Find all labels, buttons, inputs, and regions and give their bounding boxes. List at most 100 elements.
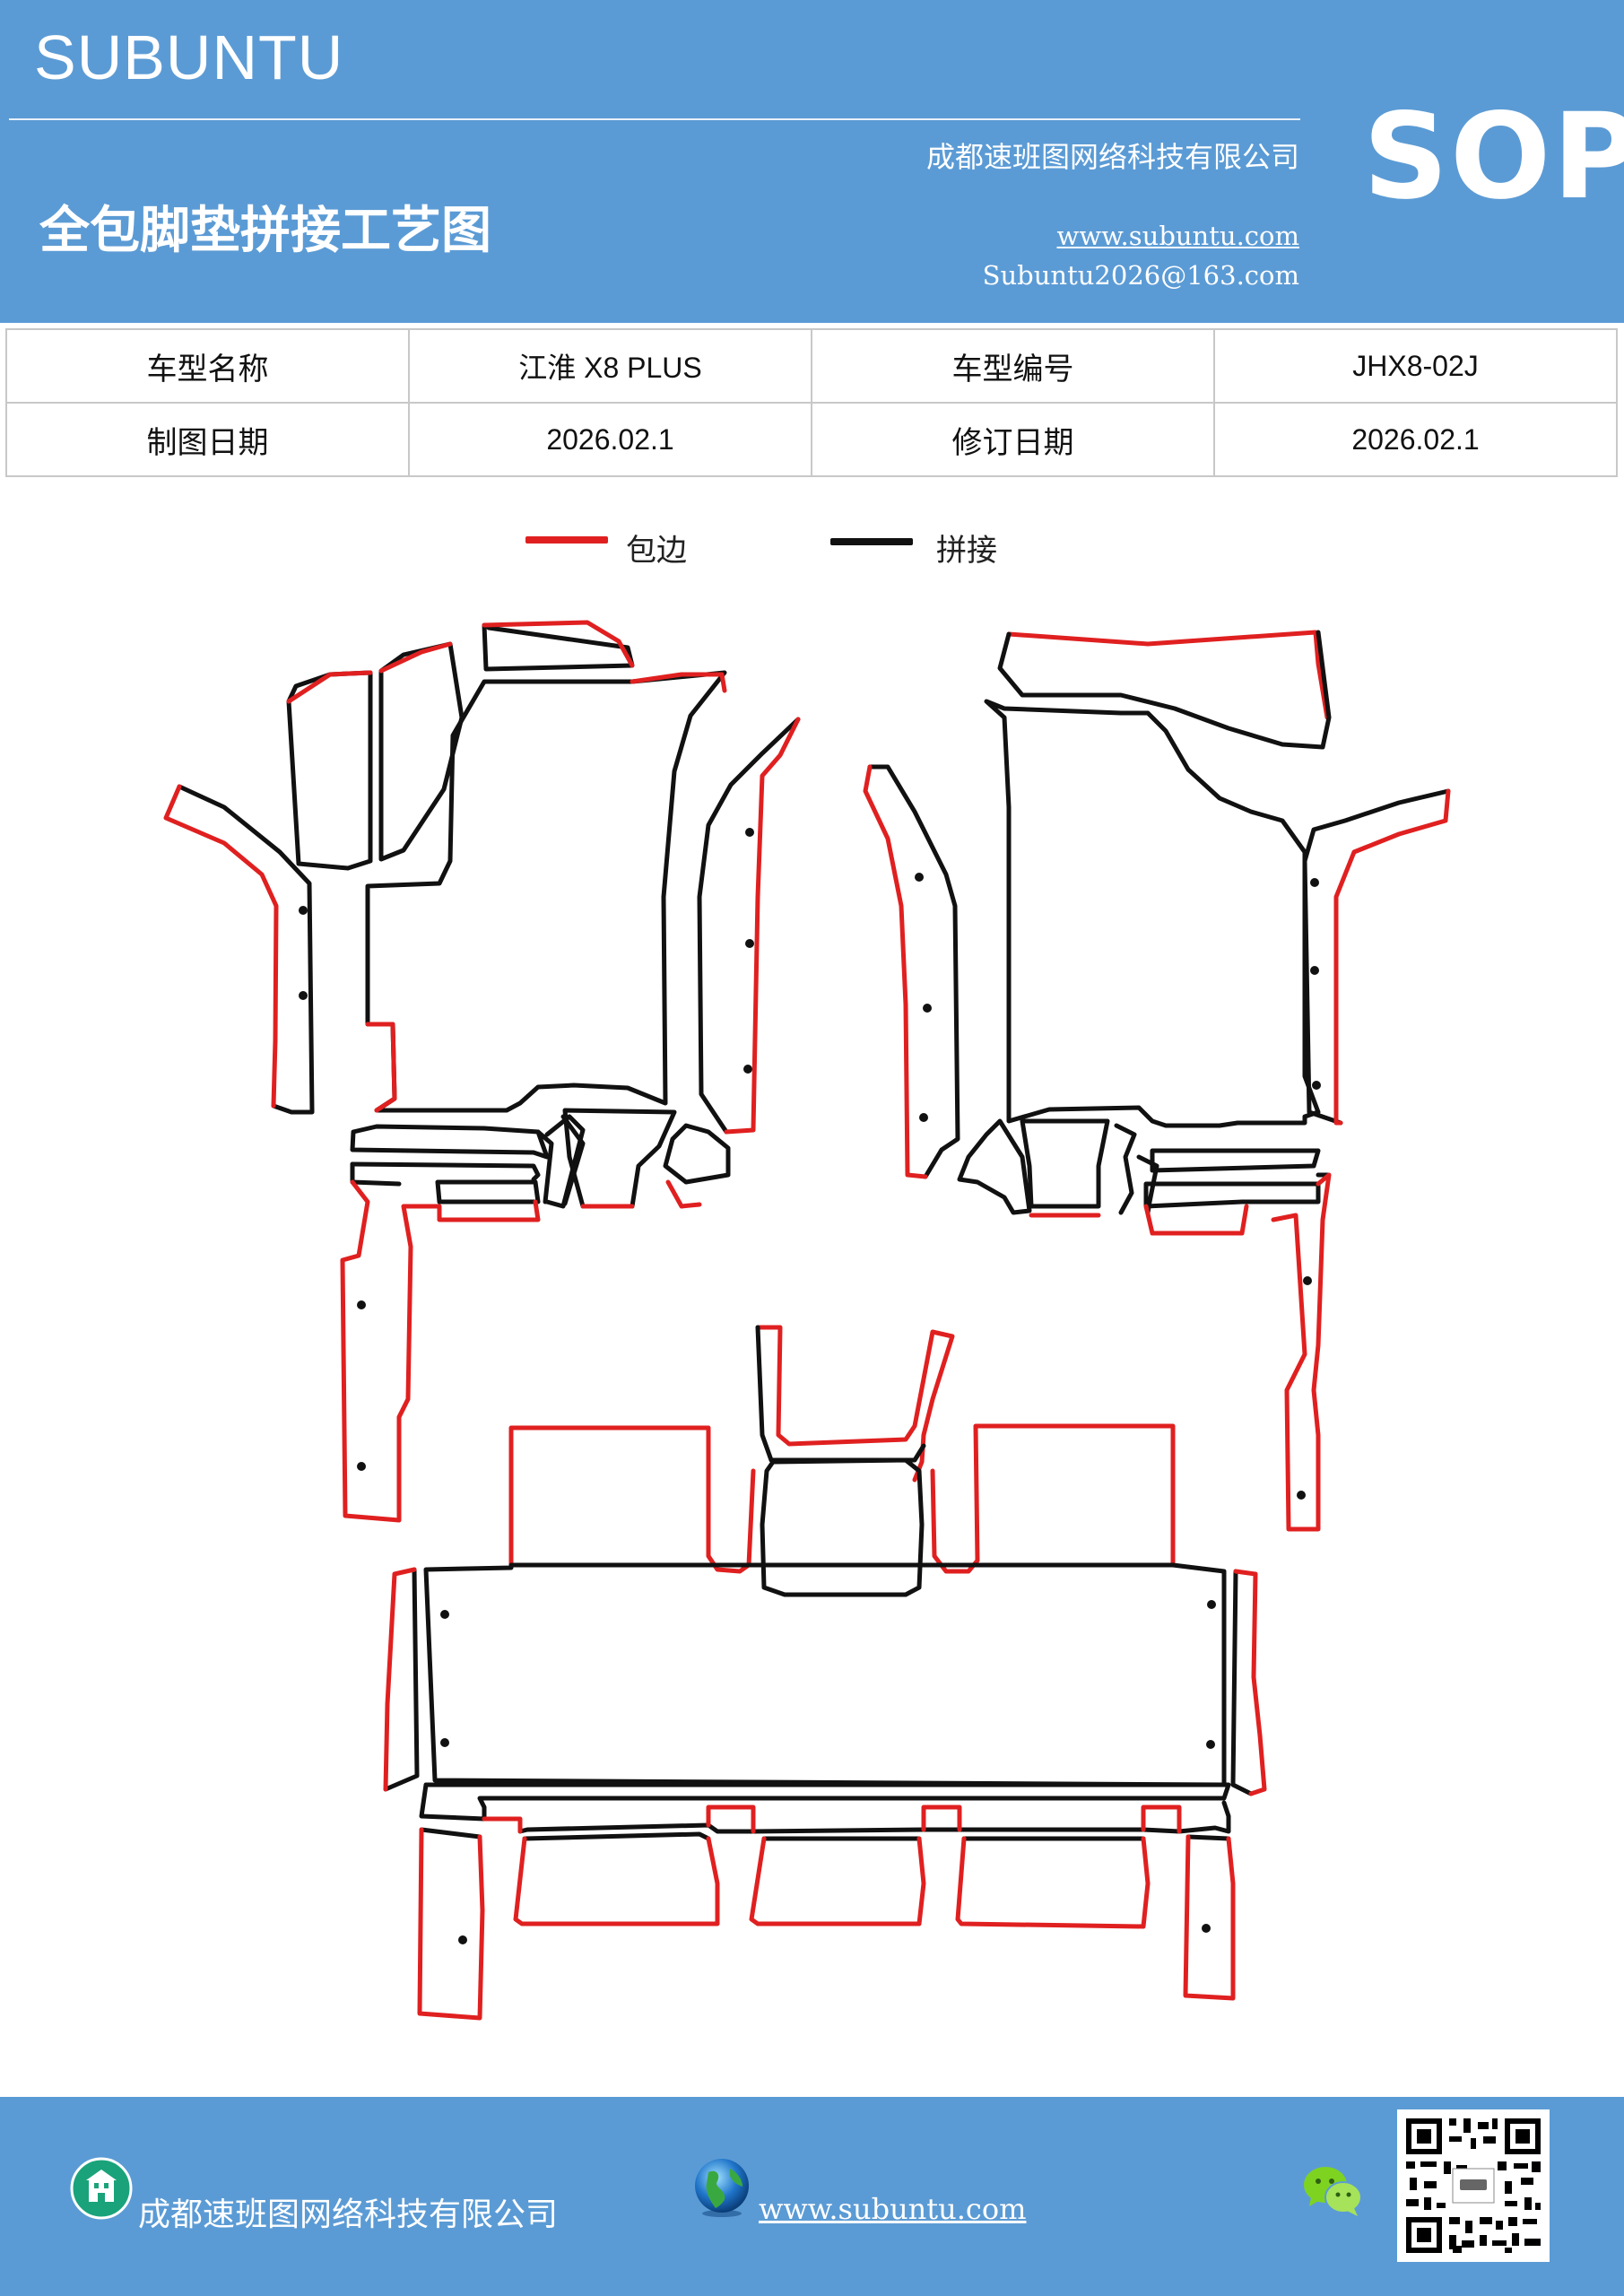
qr-code bbox=[1397, 2109, 1550, 2262]
wechat-icon[interactable] bbox=[1302, 2163, 1365, 2219]
mat-piece bbox=[1020, 1118, 1110, 1209]
mat-piece bbox=[378, 641, 453, 674]
mat-piece bbox=[163, 784, 279, 1109]
model-name-value: 江淮 X8 PLUS bbox=[408, 328, 812, 404]
header-email: Subuntu2026@163.com bbox=[982, 260, 1299, 291]
mat-piece bbox=[1114, 1123, 1137, 1215]
legend-seam-swatch bbox=[830, 538, 913, 545]
mat-piece bbox=[1150, 1148, 1321, 1173]
table-row: 制图日期 2026.02.1 修订日期 2026.02.1 bbox=[5, 402, 1618, 477]
mat-piece bbox=[365, 1022, 397, 1113]
mat-piece bbox=[984, 699, 1321, 1128]
legend-edge-label: 包边 bbox=[626, 533, 687, 569]
legend-edge-swatch bbox=[525, 536, 608, 544]
mat-piece bbox=[1183, 1834, 1236, 2001]
mat-piece bbox=[365, 670, 727, 1113]
mat-piece bbox=[724, 717, 801, 1135]
mat-piece bbox=[1333, 788, 1451, 1126]
fastener-dot bbox=[919, 1113, 928, 1122]
mat-piece bbox=[482, 620, 635, 668]
mat-piece bbox=[423, 1562, 1227, 1787]
mat-piece bbox=[435, 1179, 541, 1205]
mat-piece bbox=[286, 670, 373, 704]
mat-piece bbox=[1230, 1569, 1254, 1796]
mat-piece bbox=[1006, 630, 1330, 720]
mat-piece bbox=[755, 1325, 926, 1463]
revision-date-label: 修订日期 bbox=[811, 402, 1215, 477]
fastener-dot bbox=[299, 991, 308, 1000]
floor-mat-diagram bbox=[163, 620, 1451, 2021]
mat-piece bbox=[1271, 1172, 1332, 1532]
mat-piece bbox=[1302, 788, 1451, 1126]
fastener-dot bbox=[1310, 878, 1319, 887]
mat-piece bbox=[1233, 1569, 1267, 1796]
header-divider bbox=[9, 118, 1300, 120]
mat-piece bbox=[755, 1325, 955, 1483]
page-title: 全包脚垫拼接工艺图 bbox=[39, 201, 491, 260]
header-banner bbox=[0, 0, 1624, 323]
table-row: 车型名称 江淮 X8 PLUS 车型编号 JHX8-02J bbox=[5, 328, 1618, 404]
revision-date-value: 2026.02.1 bbox=[1213, 402, 1618, 477]
fastener-dot bbox=[458, 1935, 467, 1944]
mat-piece bbox=[1143, 1181, 1321, 1209]
mat-piece bbox=[177, 784, 315, 1115]
footer-website-link[interactable]: www.subuntu.com bbox=[759, 2192, 1027, 2226]
header-website-link[interactable]: www.subuntu.com bbox=[1056, 221, 1299, 251]
fastener-dot bbox=[1297, 1491, 1306, 1500]
globe-icon bbox=[695, 2159, 749, 2217]
mat-piece bbox=[417, 1827, 485, 2021]
mat-piece bbox=[997, 630, 1332, 750]
mat-piece bbox=[560, 1114, 586, 1206]
mat-piece bbox=[930, 1423, 1176, 1574]
building-icon bbox=[70, 2157, 133, 2220]
mat-piece bbox=[517, 1800, 1231, 1834]
mat-piece bbox=[760, 1457, 925, 1597]
mat-piece bbox=[482, 1816, 523, 1834]
mat-piece bbox=[706, 1805, 756, 1834]
mat-piece bbox=[286, 670, 373, 871]
fastener-dot bbox=[923, 1004, 932, 1013]
vehicle-info-table: 车型名称 江淮 X8 PLUS 车型编号 JHX8-02J 制图日期 2026.… bbox=[5, 328, 1618, 477]
fastener-dot bbox=[440, 1610, 449, 1619]
fastener-dot bbox=[915, 873, 924, 882]
mat-piece bbox=[955, 1836, 1151, 1929]
mat-piece bbox=[630, 672, 727, 693]
mat-piece bbox=[544, 1114, 586, 1209]
model-code-value: JHX8-02J bbox=[1213, 328, 1618, 404]
fastener-dot bbox=[1310, 966, 1319, 975]
mat-piece bbox=[383, 1567, 420, 1792]
mat-piece bbox=[350, 1161, 402, 1187]
mat-piece bbox=[663, 1123, 731, 1185]
fastener-dot bbox=[1207, 1600, 1216, 1609]
footer-company: 成都速班图网络科技有限公司 bbox=[138, 2196, 559, 2233]
fastener-dot bbox=[1303, 1276, 1312, 1285]
mat-piece bbox=[340, 1179, 541, 1523]
mat-piece bbox=[1185, 1834, 1231, 1841]
model-name-label: 车型名称 bbox=[5, 328, 410, 404]
fastener-dot bbox=[357, 1300, 366, 1309]
fastener-dot bbox=[1206, 1740, 1215, 1749]
mat-piece bbox=[522, 1831, 711, 1841]
legend-seam-label: 拼接 bbox=[936, 533, 997, 569]
fastener-dot bbox=[440, 1738, 449, 1747]
mat-piece bbox=[482, 622, 635, 672]
mat-piece bbox=[513, 1836, 720, 1926]
fastener-dot bbox=[745, 828, 754, 837]
mat-piece bbox=[921, 1805, 962, 1832]
mat-piece bbox=[508, 1425, 756, 1574]
fastener-dot bbox=[1202, 1924, 1211, 1933]
mat-piece bbox=[419, 1827, 482, 1839]
fastener-dot bbox=[743, 1065, 752, 1074]
mat-piece bbox=[863, 764, 928, 1179]
drawing-date-label: 制图日期 bbox=[5, 402, 410, 477]
fastener-dot bbox=[299, 906, 308, 915]
mat-piece bbox=[383, 1567, 417, 1792]
mat-piece bbox=[697, 717, 801, 1135]
sop-badge: SOP bbox=[1363, 88, 1624, 226]
mat-piece bbox=[535, 1129, 554, 1205]
header-company: 成都速班图网络科技有限公司 bbox=[925, 140, 1299, 174]
mat-piece bbox=[665, 1179, 702, 1209]
drawing-date-value: 2026.02.1 bbox=[408, 402, 812, 477]
fastener-dot bbox=[357, 1462, 366, 1471]
mat-piece bbox=[749, 1836, 926, 1926]
